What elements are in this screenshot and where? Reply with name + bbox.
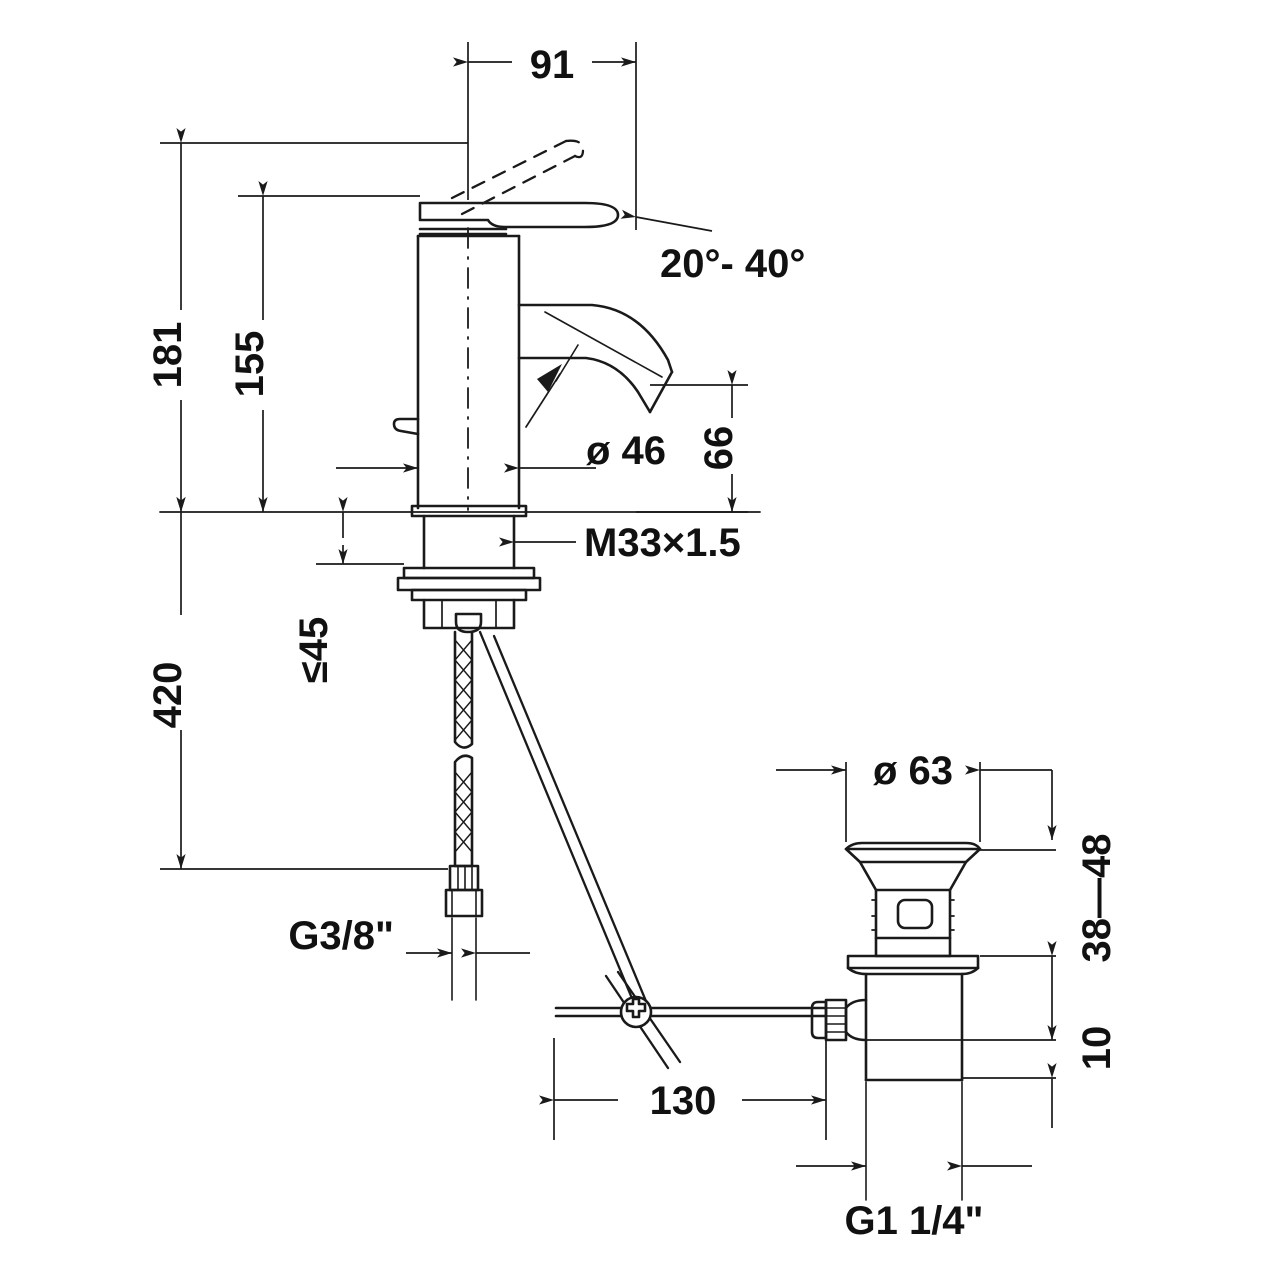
dim-130-label: 130 [650,1079,717,1123]
dim-thread-g38-label: G3/8" [288,914,394,958]
dim-diameter-46-label: ø 46 [586,429,666,473]
dim-angle-label: 20°- 40° [660,242,805,286]
dim-155-label: 155 [228,331,272,398]
dim-waste-38-48-label: 38—48 [1075,834,1119,963]
dim-420-label: 420 [146,662,190,729]
dim-diameter-63-label: ø 63 [873,749,953,793]
dim-91-label: 91 [530,43,575,87]
dim-66-label: 66 [697,426,741,471]
dim-deck-45-label: ≤45 [292,617,336,683]
dim-181-label: 181 [146,322,190,389]
dim-thread-g114-label: G1 1/4" [844,1199,983,1243]
dim-waste-10-label: 10 [1075,1026,1119,1071]
dim-thread-m33-label: M33×1.5 [584,521,741,565]
